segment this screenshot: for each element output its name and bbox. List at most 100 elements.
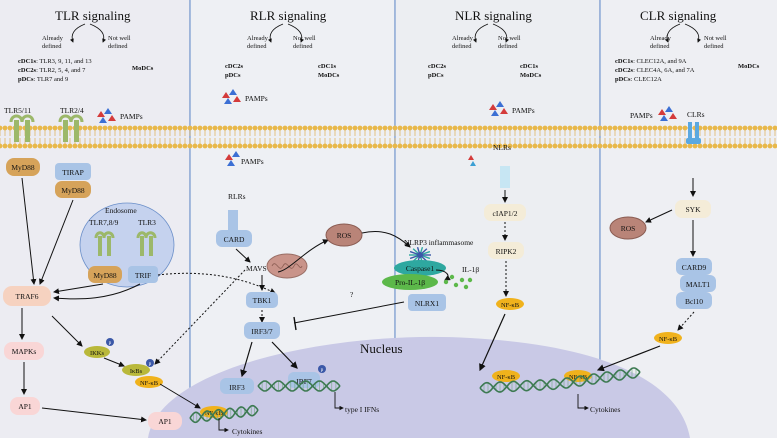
tlr3-receptor [136,231,157,256]
clr-other: MoDCs [738,63,760,70]
tlr-already-1: Already [42,35,64,42]
syk-to-ros [645,209,673,223]
tlr511-receptor [9,114,35,142]
nfkb-clr-label: NF-κB [659,336,678,343]
tlr-line-2: cDC2s: TLR2, 5, 4, and 7 [18,67,86,74]
irf7-phospho [318,365,326,373]
type1-ifns: type I IFNs [345,405,379,414]
card9 [676,258,712,275]
irf3-label: IRF3 [229,383,245,392]
ikks-phospho [106,338,114,346]
ikks-label: IKKs [90,350,105,357]
card-to-mavs [235,248,251,263]
traf6-label: TRAF6 [16,292,39,301]
ciap [484,204,526,221]
irf7-p: p [321,368,324,373]
syk-label: SYK [685,205,701,214]
tlr-arrows [19,177,201,423]
nlr-split-arrows [473,23,509,43]
nucleus [148,336,690,438]
tlr24-receptor [58,114,84,142]
nlrx1-question: ? [350,290,354,299]
card9-label: CARD9 [682,263,707,272]
tlr3-label: TLR3 [138,218,156,227]
transcription-arrows [218,392,589,433]
nfkb-nuclear-2 [492,370,520,382]
nlr-receptor [500,166,510,188]
bcl10-label: Bcl10 [685,297,703,306]
trif [128,266,158,283]
ros-1 [325,223,363,247]
clr-notwell-1: Not well [704,35,727,42]
tirap [55,163,91,180]
rlr-notwell-1: Not well [293,35,316,42]
pamps-label-rlr-bottom: PAMPs [241,157,264,166]
card-label: CARD [224,235,245,244]
dna-strands [189,367,641,424]
clr-line-3: pDCs: CLEC12A [615,76,662,83]
irf37 [244,322,280,339]
tlr-title: TLR signaling [55,8,131,23]
tlr789-receptor [94,231,115,256]
rlrs-label: RLRs [228,192,246,201]
nucleus-label: Nucleus [360,341,403,356]
nfkb-clr [654,332,682,344]
ros-1-label: ROS [337,231,352,240]
caspase1-label: Caspase1 [406,264,435,273]
ap1-nuclear [148,412,182,430]
tlr511-label: TLR5/11 [4,106,31,115]
mavs-to-ros [277,239,329,273]
pamps-label-rlr-top: PAMPs [245,94,268,103]
clr-notwell-2: defined [704,43,724,50]
nlrx1 [408,294,446,311]
nlrs-label: NLRs [493,143,511,152]
tlr-line-1: cDC1s: TLR3, 9, 11, and 13 [18,58,92,65]
ap1-nuclear-label: AP1 [158,417,172,426]
clr-line-1: cDC1s: CLEC12A, and 9A [615,58,687,65]
ap1-label: AP1 [18,402,32,411]
nfkb-nlr [496,298,524,310]
nlrx1-label: NLRX1 [415,299,439,308]
pamps-cluster-rlr-top [222,89,241,104]
tlr-already-2: defined [42,43,62,50]
rlr-already-2: defined [247,43,267,50]
trif-label: TRIF [135,271,151,280]
rlr-split-arrows [268,23,304,43]
irf-to-irf3 [240,341,253,378]
pamps-cluster-nlr [489,101,508,116]
myd88-2-label: MyD88 [61,186,85,195]
mapks [4,342,44,360]
irf3 [220,378,254,394]
clr-line-2: cDC2s: CLEC4A, 6A, and 7A [615,67,695,74]
ros-2-label: ROS [621,224,636,233]
clr-already-1: Already [650,35,672,42]
nlr-notwell-2: defined [498,43,518,50]
bcl10-to-nfkb [677,311,695,331]
rlr-left-1: cDC2s [225,63,244,70]
syk [675,200,711,218]
pamps-cluster-clr [658,106,677,121]
pamps-cluster-nlr-inner [468,155,476,166]
malt1-label: MALT1 [686,280,711,289]
tlr-notwell-2: defined [108,43,128,50]
traf6 [3,286,51,306]
nlr-already-2: defined [452,43,472,50]
cell-membrane [0,125,777,149]
nfkb-nlr-label: NF-κB [501,302,520,309]
ripk2-label: RIPK2 [496,247,517,256]
pamps-cluster-rlr-bottom [225,151,240,166]
clr-title: CLR signaling [640,8,717,23]
tirap-label: TIRAP [62,168,84,177]
tlr-notwell-1: Not well [108,35,131,42]
bcl10 [676,292,712,309]
nlr-title: NLR signaling [455,8,532,23]
tlr-split-arrows [70,23,106,43]
irf37-label: IRF3/7 [251,327,273,336]
nlr-right-1: cDC1s [520,63,539,70]
myd88-1-label: MyD88 [11,163,35,172]
nlr-left-2: pDCs [428,72,444,79]
clr-split-arrows [665,23,701,43]
nlr-right-2: MoDCs [520,72,542,79]
il1b-label: IL-1β [462,265,479,274]
